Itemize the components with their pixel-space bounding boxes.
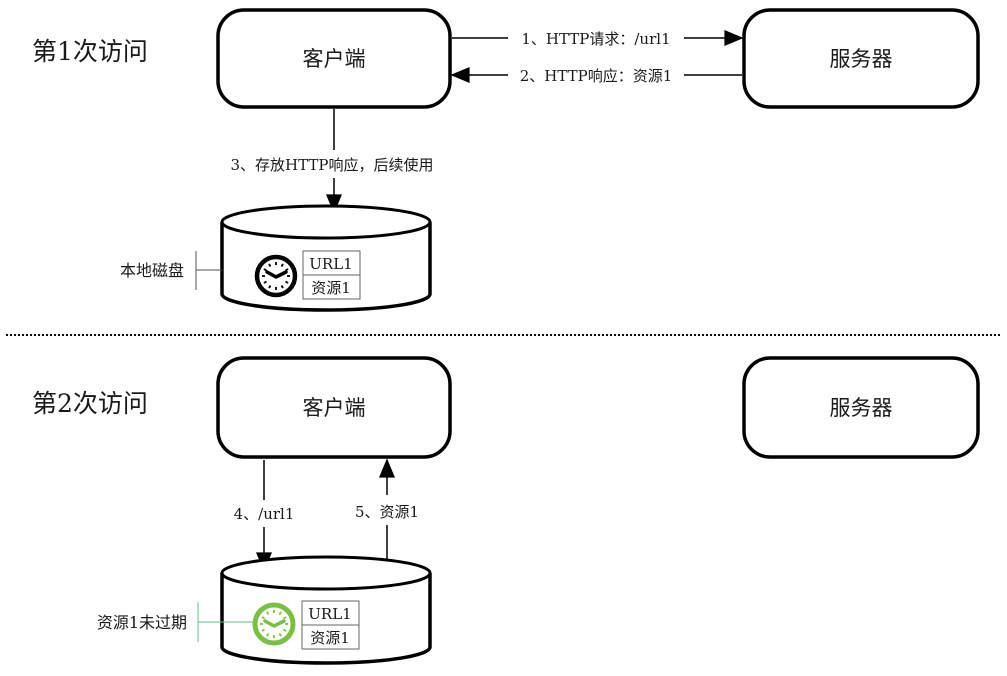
clock-icon [254,254,298,298]
client-label: 客户端 [303,47,366,71]
local-disk: 本地磁盘 URL1 资源1 [120,204,432,312]
hit-label: 5、资源1 [355,503,419,521]
request-label: 1、HTTP请求：/url1 [521,30,670,48]
section-first-visit: 第1次访问 客户端 服务器 1、HTTP请求：/url1 2、HTTP响应：资源… [32,8,980,312]
section-second-visit: 第2次访问 客户端 服务器 4、/url1 5、资源1 资源1未过期 [32,356,980,665]
server-node: 服务器 [742,356,980,459]
store-label: 3、存放HTTP响应，后续使用 [230,156,433,174]
server-node: 服务器 [742,8,980,109]
cache-value: 资源1 [311,279,351,297]
store-edge: 3、存放HTTP响应，后续使用 [230,109,434,214]
request-edge: 1、HTTP请求：/url1 [452,30,744,48]
response-label: 2、HTTP响应：资源1 [520,67,673,85]
client-node: 客户端 [216,356,452,459]
cache-entry: URL1 资源1 [301,600,360,650]
clock-icon [252,602,296,646]
client-node: 客户端 [216,8,452,109]
cache-key: URL1 [309,255,352,273]
hit-edge: 5、资源1 [355,458,419,566]
disk-label: 本地磁盘 [120,261,184,280]
server-label: 服务器 [830,396,893,420]
lookup-label: 4、/url1 [234,505,295,523]
local-disk: 资源1未过期 URL1 资源1 [97,555,432,665]
section-title: 第1次访问 [32,37,148,66]
server-label: 服务器 [830,47,893,71]
disk-label: 资源1未过期 [97,613,187,632]
cache-key: URL1 [308,605,351,623]
lookup-edge: 4、/url1 [234,460,295,572]
section-title: 第2次访问 [32,389,148,418]
response-edge: 2、HTTP响应：资源1 [450,67,742,85]
cache-entry: URL1 资源1 [302,250,361,300]
cache-value: 资源1 [310,629,350,647]
client-label: 客户端 [303,396,366,420]
